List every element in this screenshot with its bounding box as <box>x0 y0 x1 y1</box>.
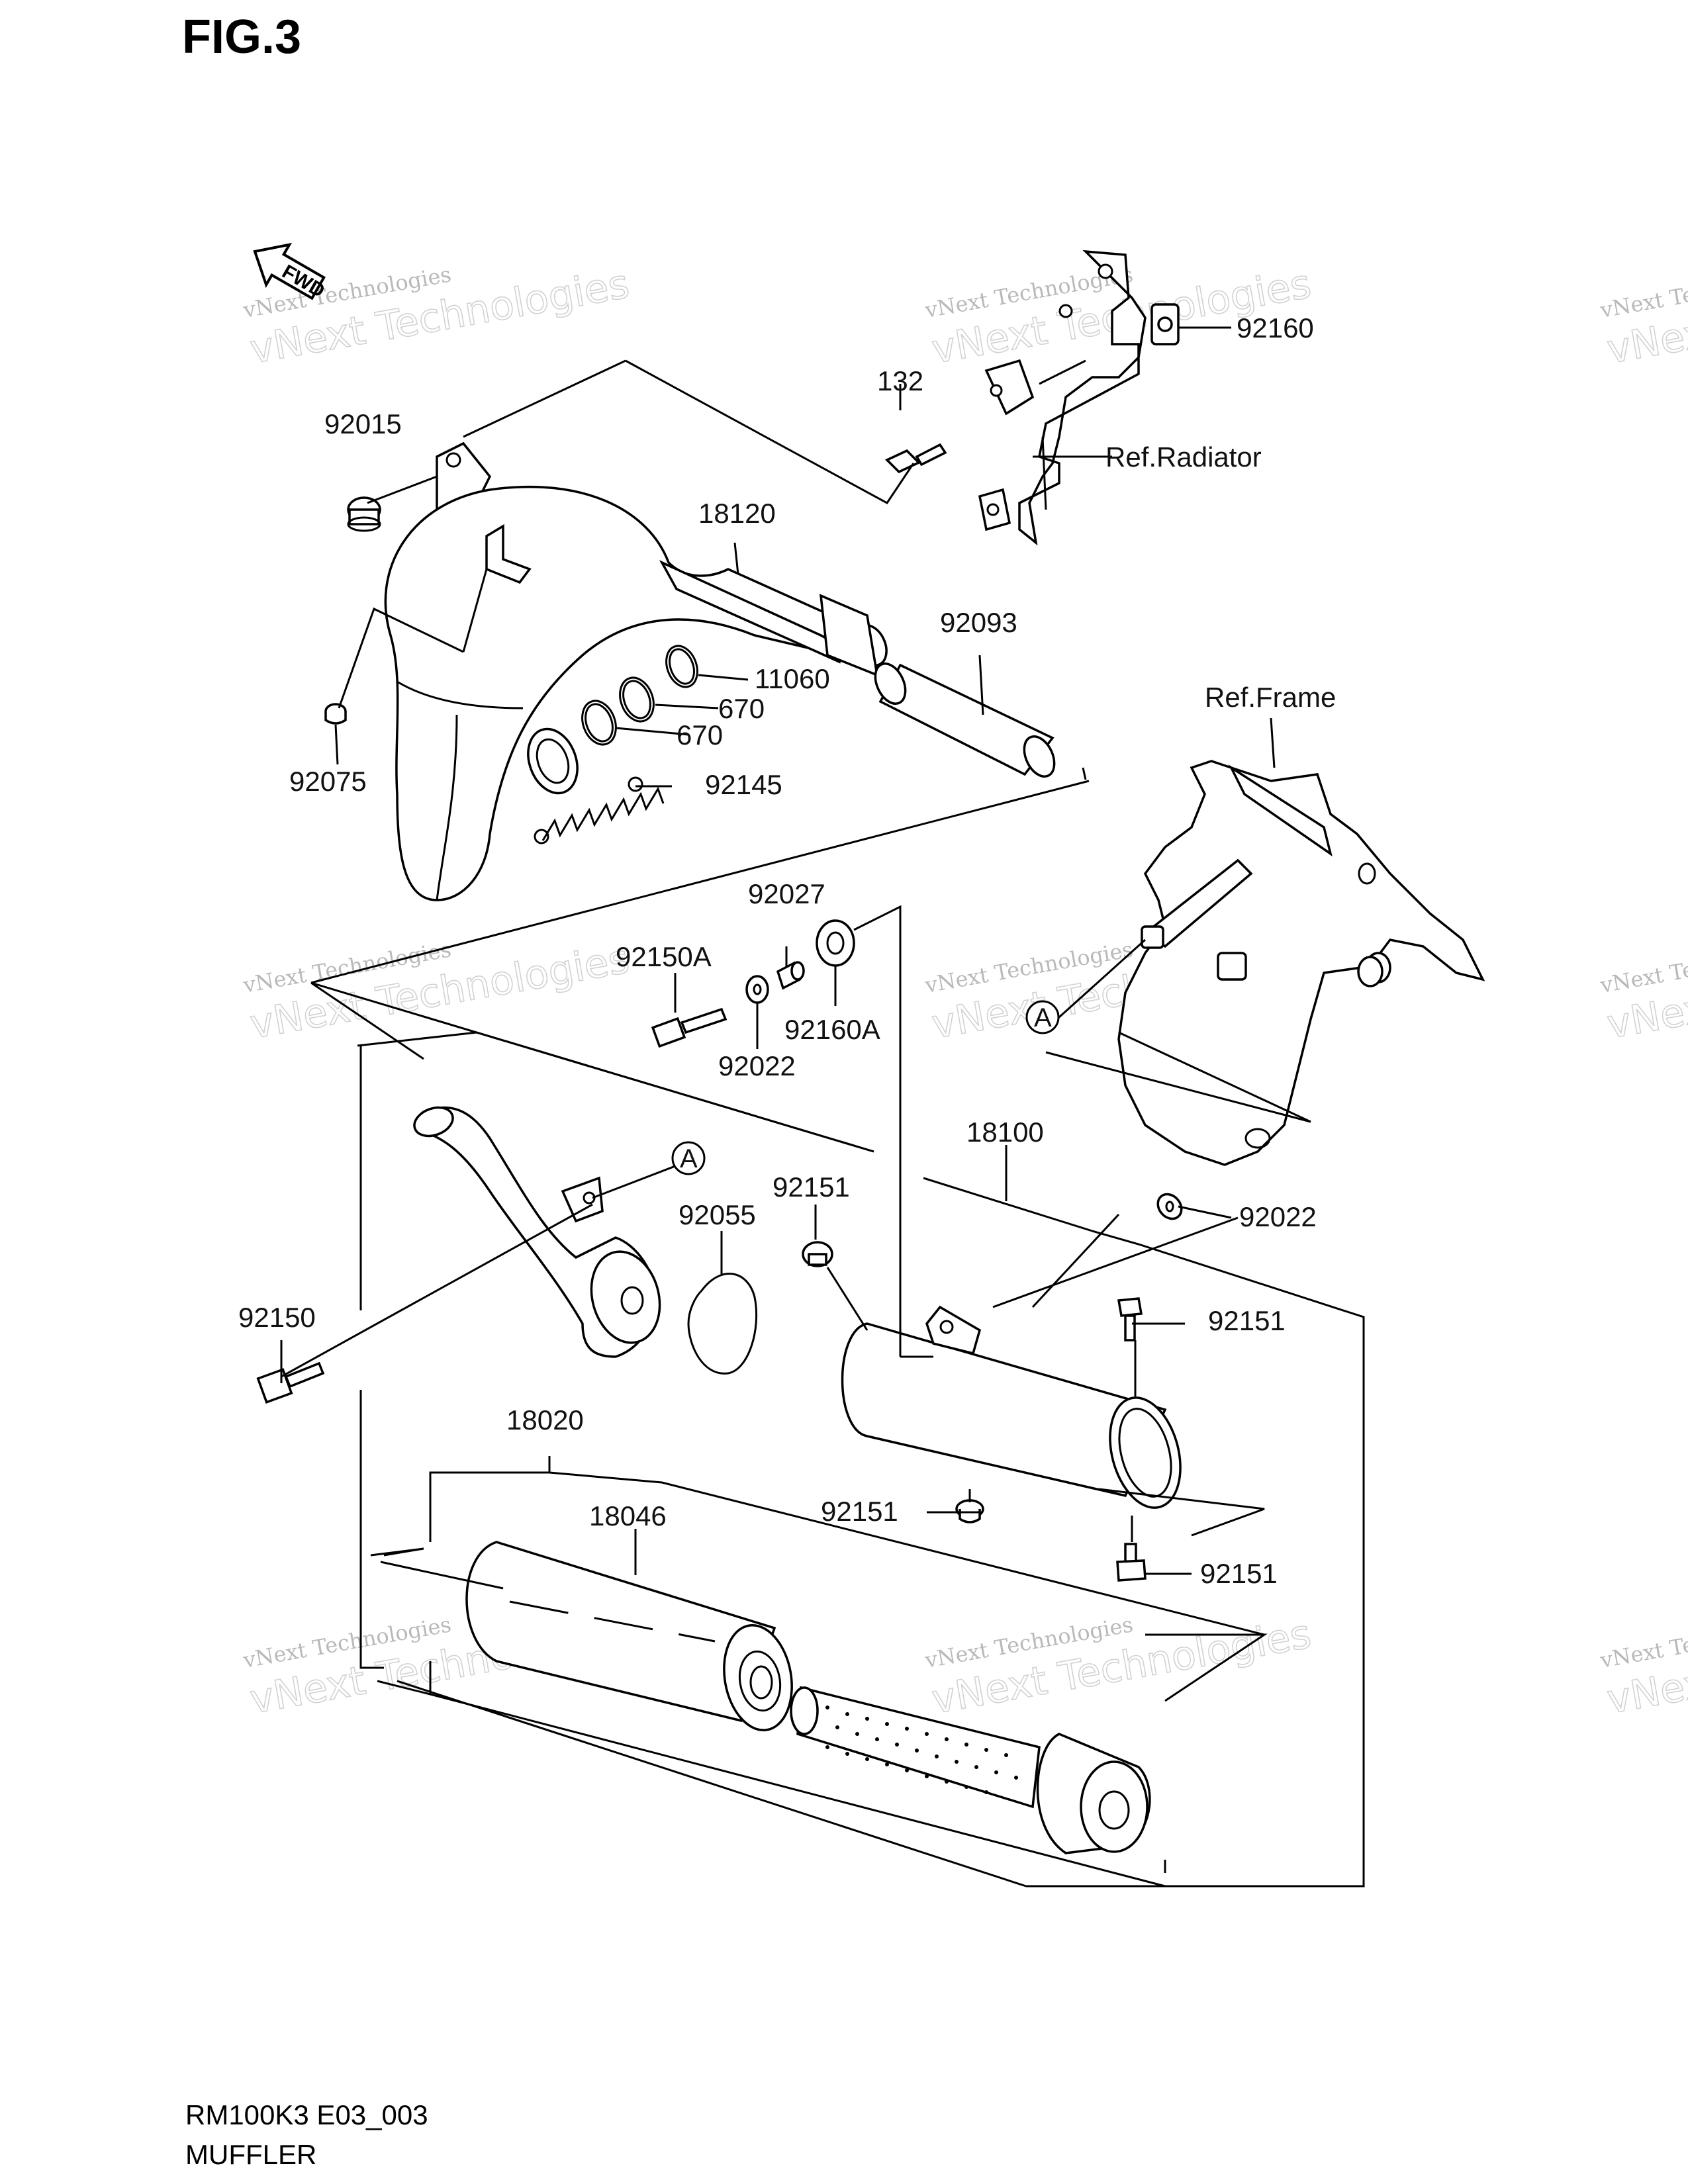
damper-92160A[interactable] <box>816 919 855 967</box>
part-number-18020: 18020 <box>506 1404 584 1435</box>
bolt-92150[interactable] <box>256 1361 325 1404</box>
callout-a-2: A <box>1025 1000 1060 1034</box>
diagram-name: MUFFLER <box>185 2139 316 2170</box>
washer-92022b[interactable] <box>1153 1189 1186 1223</box>
exhaust-pipe-18120[interactable] <box>384 441 892 901</box>
part-number-92027: 92027 <box>748 878 825 909</box>
diagram-code: RM100K3 E03_003 <box>185 2099 428 2130</box>
spring-92145[interactable] <box>534 776 665 844</box>
watermark-small: vNext Technologies <box>1598 936 1688 998</box>
ref-frame: Ref.Frame <box>1205 682 1336 713</box>
o-ring-670b[interactable] <box>577 696 622 749</box>
frame-section <box>1117 760 1485 1166</box>
part-number-11060: 11060 <box>755 663 830 694</box>
part-number-92022-a: 92022 <box>718 1050 796 1081</box>
tube-92093[interactable] <box>869 659 1060 782</box>
part-number-92151-a: 92151 <box>773 1171 850 1203</box>
bolt-92150A[interactable] <box>651 1007 727 1048</box>
callout-a-label: A <box>1034 1003 1052 1032</box>
radiator-bracket <box>978 250 1147 546</box>
part-labels: 92160 132 Ref.Radiator 92015 18120 92093… <box>238 312 1336 1589</box>
watermark-small: vNext Technologies <box>1598 1612 1688 1673</box>
nut-92075[interactable] <box>324 703 347 725</box>
watermark-small: vNext Technologies <box>1598 261 1688 323</box>
part-number-670-a: 670 <box>718 693 765 724</box>
bolt-92151-d[interactable] <box>1116 1543 1147 1582</box>
part-number-92151-b: 92151 <box>1208 1305 1286 1336</box>
gasket-92055[interactable] <box>687 1273 758 1375</box>
silencer-body-18046[interactable] <box>465 1541 800 1735</box>
o-ring-670a[interactable] <box>614 673 659 726</box>
nut-92015[interactable] <box>347 496 381 532</box>
part-number-92015: 92015 <box>324 408 402 439</box>
part-number-92055: 92055 <box>679 1199 756 1230</box>
perforated-tube[interactable] <box>790 1686 1041 1809</box>
silencer-18100[interactable] <box>841 1305 1192 1516</box>
figure-title: FIG.3 <box>182 11 301 64</box>
part-number-92022-b: 92022 <box>1239 1201 1317 1232</box>
part-number-92093: 92093 <box>940 607 1017 638</box>
callout-a-1: A <box>671 1141 706 1175</box>
part-number-92160A: 92160A <box>784 1014 880 1045</box>
part-number-92150A: 92150A <box>616 941 712 972</box>
callout-a-label: A <box>680 1144 698 1173</box>
part-number-92150: 92150 <box>238 1302 316 1333</box>
part-number-92151-c: 92151 <box>821 1496 898 1527</box>
ref-radiator: Ref.Radiator <box>1105 441 1262 473</box>
leader-lines <box>280 326 1365 1888</box>
part-number-132: 132 <box>877 365 923 396</box>
washer-92022a[interactable] <box>745 975 769 1004</box>
part-number-18100: 18100 <box>966 1116 1044 1148</box>
gasket-11060[interactable] <box>661 641 702 691</box>
collar-92027[interactable] <box>776 961 805 990</box>
part-number-92075: 92075 <box>289 766 367 797</box>
end-cap[interactable] <box>1036 1733 1151 1854</box>
bolt-92151-a[interactable] <box>802 1241 833 1267</box>
part-number-18046: 18046 <box>589 1500 667 1531</box>
damper-92160[interactable] <box>1150 303 1180 345</box>
bolt-132[interactable] <box>884 443 947 474</box>
part-number-92160: 92160 <box>1237 312 1314 343</box>
connecting-pipe[interactable] <box>410 1103 669 1358</box>
part-number-18120: 18120 <box>698 498 776 529</box>
part-number-670-b: 670 <box>677 719 723 751</box>
part-number-92151-d: 92151 <box>1200 1558 1278 1589</box>
bolt-92151-b[interactable] <box>1117 1297 1143 1342</box>
part-number-92145: 92145 <box>705 769 782 800</box>
